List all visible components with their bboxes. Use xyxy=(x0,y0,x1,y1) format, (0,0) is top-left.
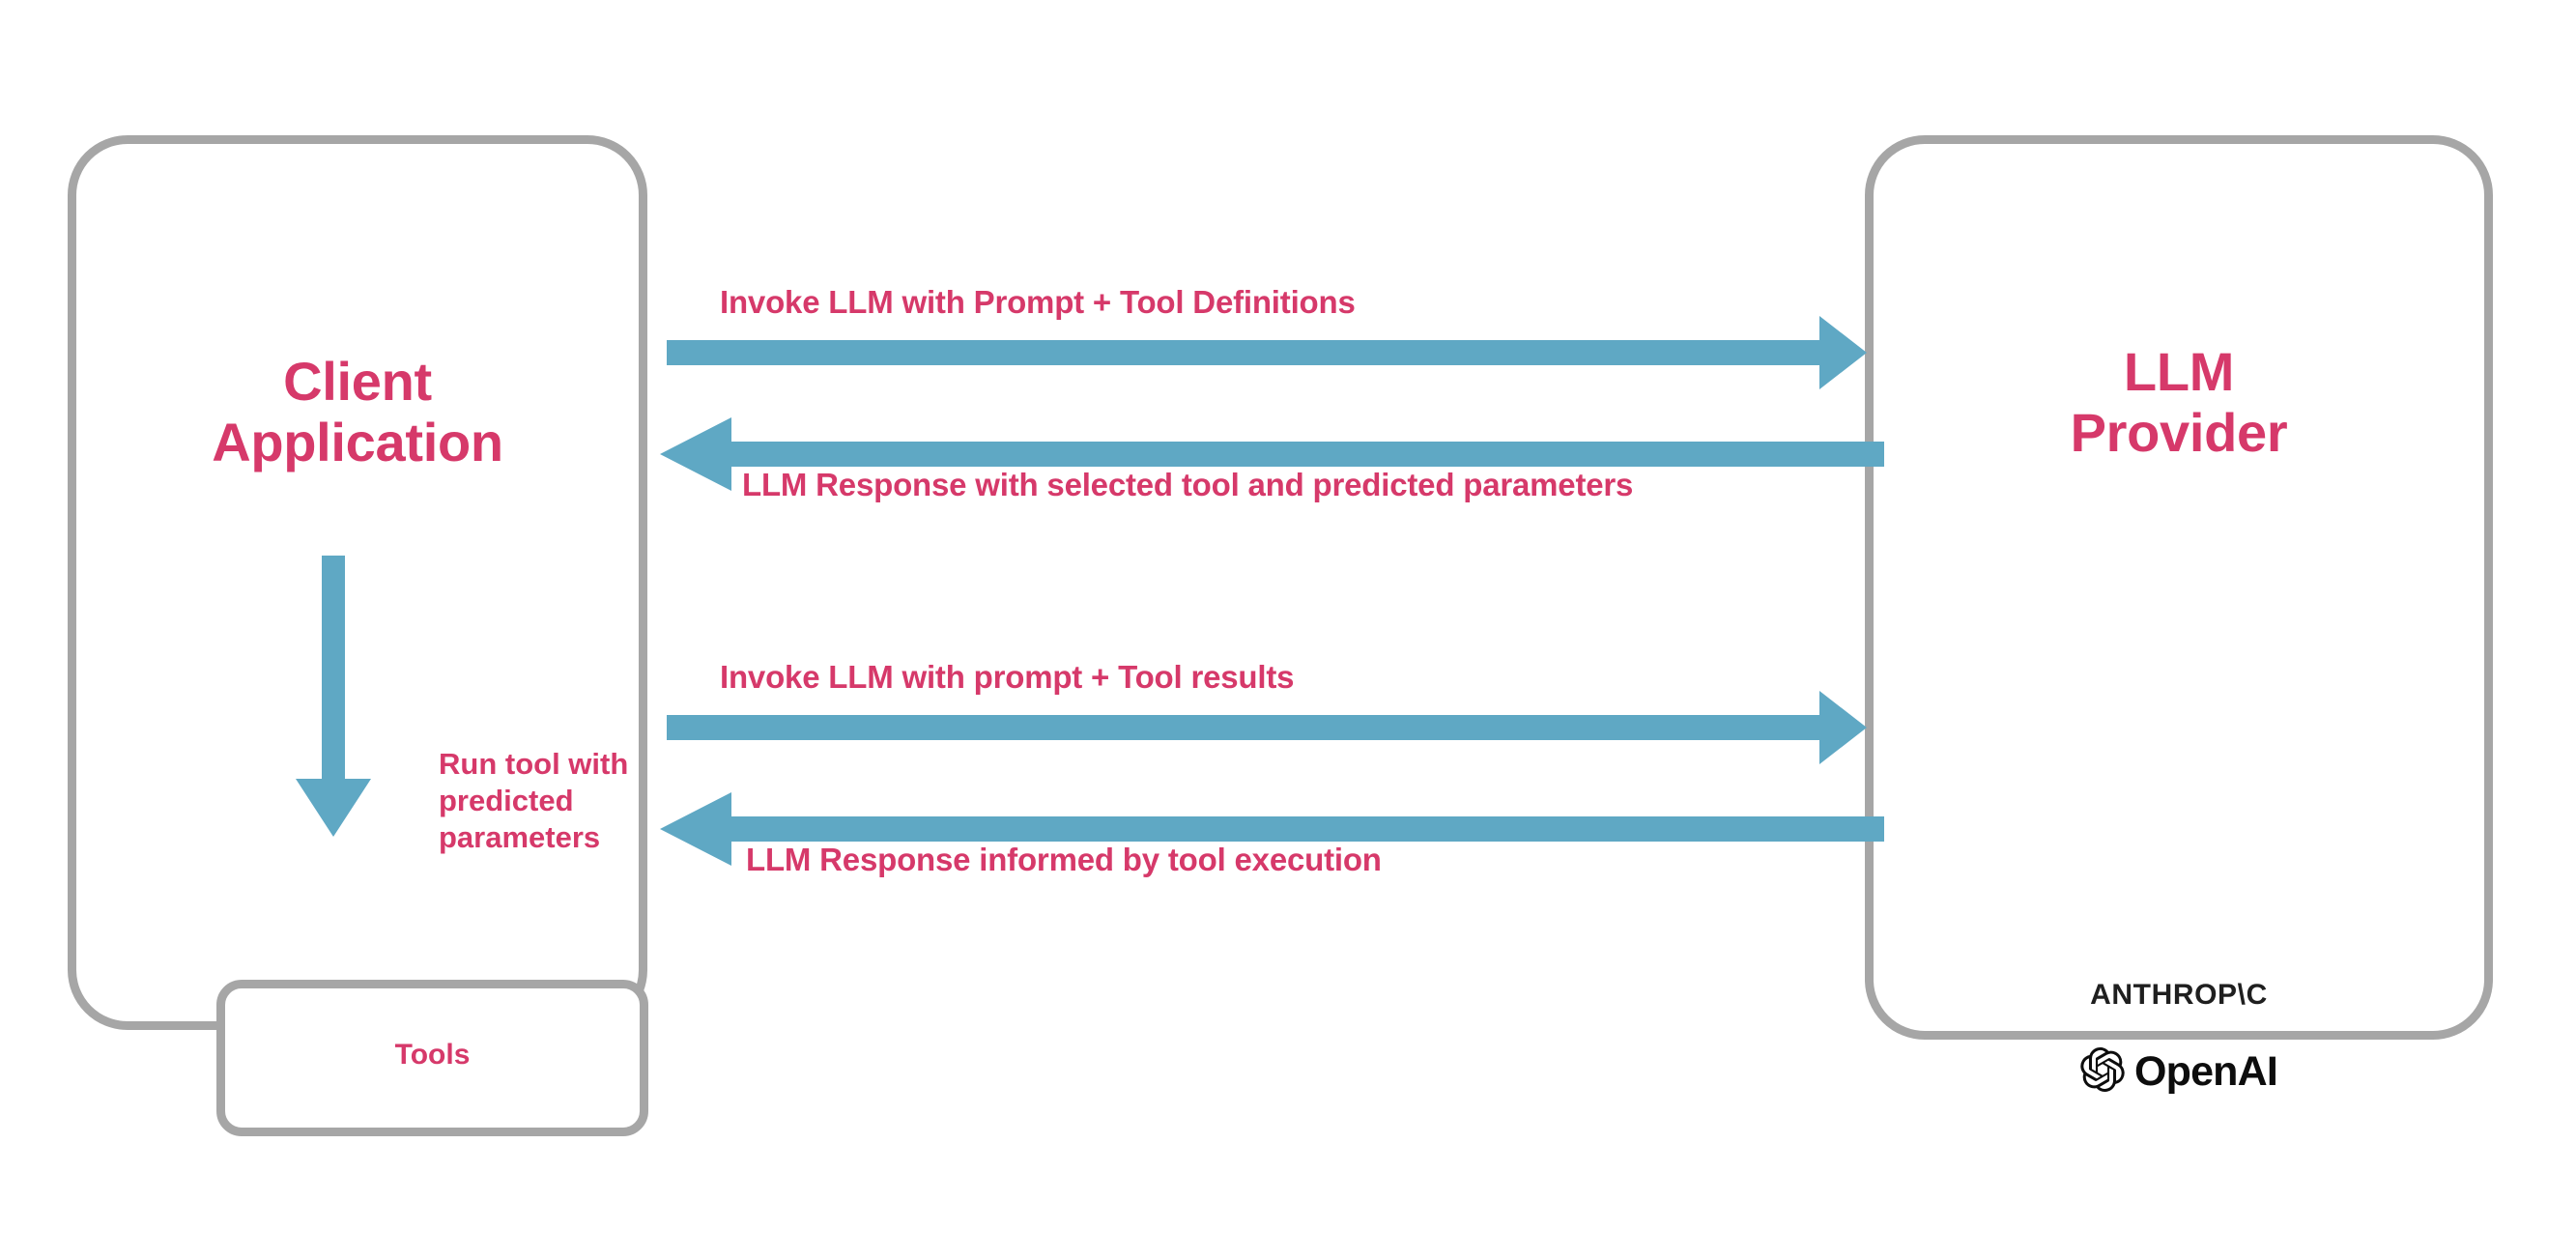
client-title-line2: Application xyxy=(212,411,503,472)
openai-logo: OpenAI xyxy=(1874,1047,2484,1097)
client-application-title: Client Application xyxy=(76,351,639,472)
flow-3-label: Invoke LLM with prompt + Tool results xyxy=(720,659,1295,695)
client-title-line1: Client xyxy=(283,351,432,412)
tools-label: Tools xyxy=(394,1039,471,1071)
flow-3-arrow xyxy=(667,691,1867,764)
tools-node[interactable]: Tools xyxy=(216,980,648,1136)
run-tool-label: Run tool with predicted parameters xyxy=(439,747,629,854)
client-application-node[interactable]: Client Application Run tool with predict… xyxy=(68,135,648,1136)
openai-knot-icon xyxy=(2080,1047,2125,1097)
openai-wordmark: OpenAI xyxy=(2133,1048,2278,1095)
flow-1-label: Invoke LLM with Prompt + Tool Definition… xyxy=(720,284,1356,320)
provider-title-line1: LLM xyxy=(2123,341,2235,402)
flow-4-label: LLM Response informed by tool execution xyxy=(746,842,1382,877)
flow-1-arrow xyxy=(667,316,1867,389)
flow-2-label: LLM Response with selected tool and pred… xyxy=(742,467,1634,502)
anthropic-logo: ANTHROP\C xyxy=(2090,979,2268,1011)
llm-provider-title: LLM Provider xyxy=(1874,341,2484,463)
llm-provider-node[interactable]: LLM Provider ANTHROP\C OpenAI xyxy=(1865,135,2493,1095)
provider-title-line2: Provider xyxy=(2070,401,2288,463)
